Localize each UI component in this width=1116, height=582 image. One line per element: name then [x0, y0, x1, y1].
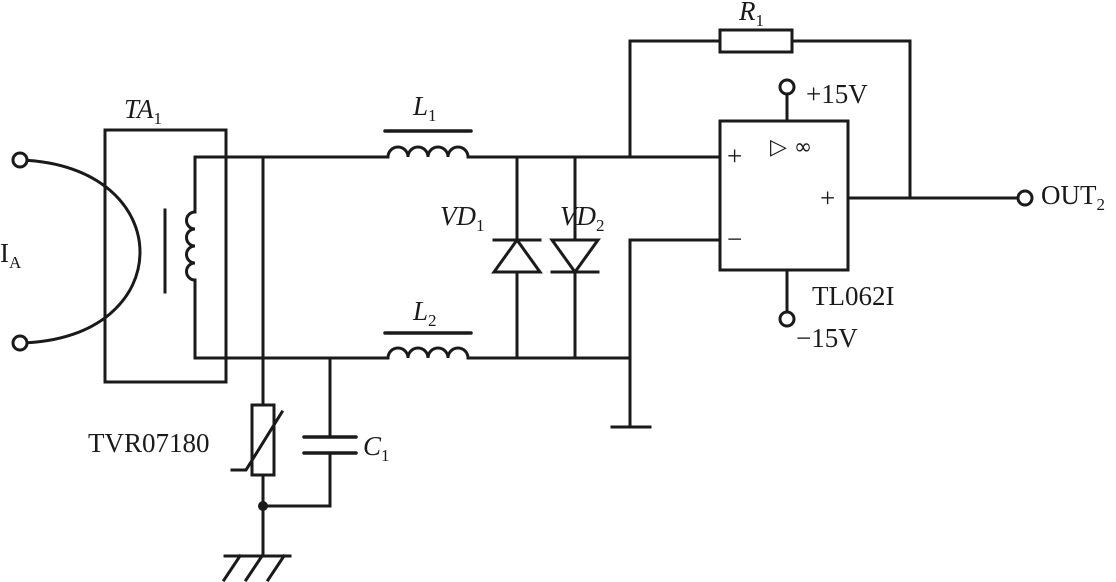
capacitor-label: C1 — [363, 431, 390, 465]
feedback-resistor: R1 — [628, 0, 912, 200]
transformer-box — [103, 128, 228, 384]
varistor: TVR07180 — [88, 403, 285, 508]
diode-vd2-label: VD2 — [560, 201, 605, 235]
input-terminal-top — [11, 151, 29, 169]
diode-vd1: VD1 — [440, 155, 543, 360]
op-amp: + − + ▷ ∞ +15V −15V TL062I — [718, 78, 894, 353]
op-amp-body — [718, 119, 850, 272]
ground-hatch-2 — [243, 553, 265, 582]
capacitor: C1 — [302, 431, 390, 465]
inductor-l1-coil — [386, 145, 470, 159]
output-label: OUT2 — [1041, 180, 1105, 214]
op-amp-minus-input-sign: − — [727, 224, 742, 254]
primary-conductor — [18, 158, 142, 345]
supply-neg-terminal — [778, 310, 796, 328]
input-current-label: IA — [0, 238, 22, 272]
supply-neg-label: −15V — [796, 323, 858, 353]
diode-vd1-triangle — [491, 237, 543, 274]
feedback-wire-left — [628, 39, 722, 159]
output-terminal — [1016, 189, 1034, 207]
inductor-l1-label: L1 — [412, 91, 437, 125]
inductor-l1: L1 — [383, 91, 473, 159]
varistor-slash — [230, 409, 285, 472]
minus-input-rail — [628, 238, 722, 429]
supply-pos-label: +15V — [806, 79, 868, 109]
top-rail — [193, 155, 390, 214]
input-terminals: IA — [0, 151, 142, 352]
op-amp-part-label: TL062I — [812, 281, 894, 311]
secondary-coil — [185, 210, 197, 282]
varistor-label: TVR07180 — [88, 428, 210, 458]
resistor-label: R1 — [738, 0, 764, 30]
current-transformer: TA1 — [103, 94, 228, 384]
bottom-rail — [193, 278, 390, 360]
inductor-l2: L2 — [383, 296, 473, 360]
ground-symbol — [221, 501, 292, 582]
op-amp-gain-symbol: ▷ ∞ — [770, 135, 812, 160]
diode-vd2: VD2 — [549, 155, 605, 360]
resistor-body — [718, 28, 794, 54]
output: OUT2 — [846, 180, 1105, 214]
diode-vd1-label: VD1 — [440, 201, 485, 235]
ground-hatch-1 — [221, 553, 243, 582]
op-amp-plus-input-sign: + — [727, 141, 742, 171]
main-rails — [466, 155, 722, 429]
transformer-label: TA1 — [124, 94, 162, 128]
inductor-l2-coil — [386, 346, 470, 360]
feedback-wire-right — [790, 39, 912, 200]
ground-hatch-3 — [265, 553, 287, 582]
diode-vd2-triangle — [549, 238, 601, 275]
secondary-wiring — [193, 155, 390, 508]
inductor-l2-label: L2 — [412, 296, 437, 330]
input-terminal-bottom — [11, 334, 29, 352]
supply-pos-terminal — [778, 78, 796, 96]
op-amp-output-sign: + — [820, 183, 835, 213]
